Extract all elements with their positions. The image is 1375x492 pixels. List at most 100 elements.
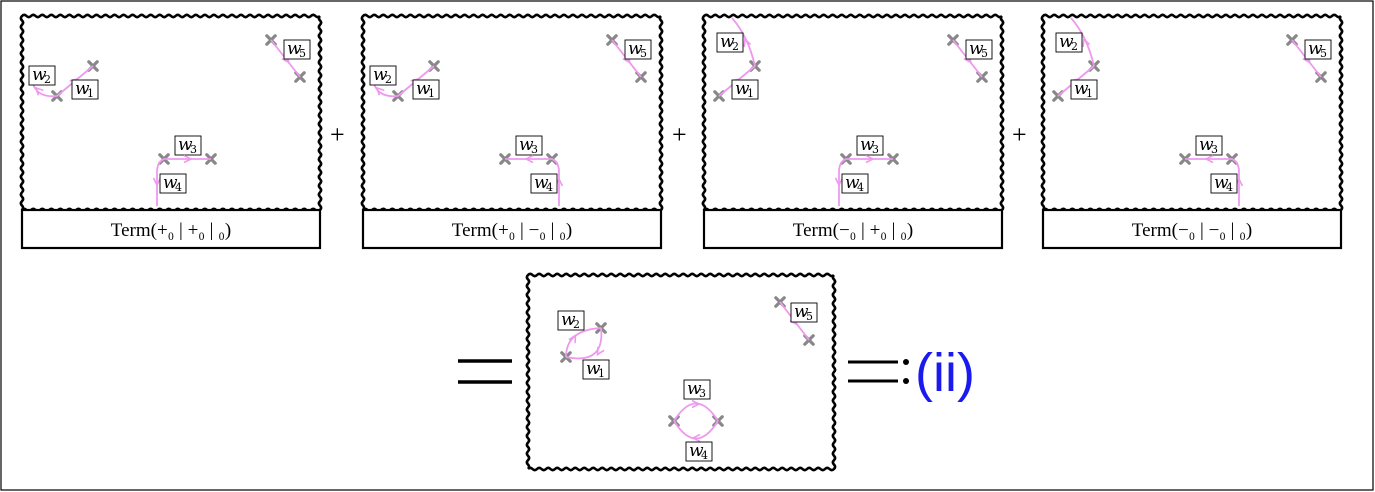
label-w4: w4 — [530, 173, 558, 194]
caption-box-4 — [1041, 208, 1343, 250]
result-arrow-w2 — [568, 333, 577, 344]
svg-text:w: w — [794, 302, 809, 322]
label-w2: w2 — [28, 65, 56, 86]
svg-text:w: w — [687, 379, 702, 399]
svg-text:5: 5 — [1320, 47, 1327, 60]
arrow-w4 — [152, 177, 162, 187]
svg-text:w: w — [519, 135, 534, 155]
path-w4 — [156, 158, 165, 206]
svg-text:w: w — [720, 32, 735, 52]
svg-text:w: w — [287, 39, 302, 59]
path-w4 — [838, 158, 847, 206]
label-w3: w3 — [174, 135, 202, 156]
svg-text:w: w — [689, 441, 704, 461]
result-label: (ii) — [915, 343, 975, 403]
svg-text:3: 3 — [872, 143, 879, 156]
caption-box-1 — [20, 208, 322, 250]
result-wavy-box — [525, 272, 837, 472]
arrow-w3 — [1204, 154, 1214, 164]
label-w5: w5 — [283, 39, 311, 60]
term-caption-4: Term(−₀ | −₀ | ₀) — [1132, 220, 1252, 241]
result-label-w1: w1 — [582, 359, 610, 380]
label-w2: w2 — [716, 32, 744, 53]
path-w2 — [32, 83, 58, 98]
svg-text:4: 4 — [175, 181, 182, 194]
result-path-w1 — [565, 327, 603, 360]
arrow-w3 — [524, 154, 534, 164]
term-caption-2: Term(+₀ | −₀ | ₀) — [452, 220, 572, 241]
svg-text:3: 3 — [699, 387, 706, 400]
label-w5: w5 — [1304, 39, 1332, 60]
svg-text:w: w — [1308, 39, 1323, 59]
svg-text:w: w — [1214, 173, 1229, 193]
svg-text:4: 4 — [701, 449, 708, 462]
svg-text:1: 1 — [428, 87, 435, 100]
label-w3: w3 — [856, 135, 884, 156]
svg-text:w: w — [735, 79, 750, 99]
svg-text:1: 1 — [1086, 87, 1093, 100]
svg-text:w: w — [1074, 79, 1089, 99]
label-w3: w3 — [515, 135, 543, 156]
arrow-w2 — [34, 86, 44, 96]
result-path-w3 — [673, 402, 719, 422]
svg-text:3: 3 — [1211, 143, 1218, 156]
result-label-w5: w5 — [790, 302, 818, 323]
path-w4 — [1231, 158, 1240, 206]
label-w2: w2 — [369, 65, 397, 86]
svg-text:2: 2 — [732, 40, 739, 53]
label-w1: w1 — [412, 79, 440, 100]
label-w5: w5 — [965, 39, 993, 60]
arrow-w2 — [375, 86, 385, 96]
svg-text:2: 2 — [573, 318, 580, 331]
svg-text:w: w — [1199, 135, 1214, 155]
big-equals-sign — [458, 359, 512, 384]
label-w2: w2 — [1055, 32, 1083, 53]
svg-text:w: w — [969, 39, 984, 59]
svg-text:3: 3 — [190, 143, 197, 156]
svg-text:4: 4 — [1226, 181, 1233, 194]
svg-text:w: w — [1059, 32, 1074, 52]
svg-text:w: w — [860, 135, 875, 155]
term-caption-3: Term(−₀ | +₀ | ₀) — [793, 220, 913, 241]
result-label-w3: w3 — [683, 379, 711, 400]
label-w1: w1 — [731, 79, 759, 100]
svg-text:w: w — [561, 310, 576, 330]
svg-text:5: 5 — [806, 310, 813, 323]
arrow-w3 — [183, 154, 193, 164]
svg-text:w: w — [845, 173, 860, 193]
result-arrow-w1 — [596, 346, 605, 357]
svg-text:w: w — [163, 173, 178, 193]
label-w1: w1 — [71, 79, 99, 100]
svg-text:5: 5 — [299, 47, 306, 60]
caption-box-3 — [702, 208, 1004, 250]
svg-text:5: 5 — [981, 47, 988, 60]
arrow-w3 — [865, 154, 875, 164]
label-w5: w5 — [624, 39, 652, 60]
term-caption-1: Term(+₀ | +₀ | ₀) — [111, 220, 231, 241]
svg-text:w: w — [586, 359, 601, 379]
arrow-w2 — [1082, 37, 1091, 48]
svg-text:1: 1 — [87, 87, 94, 100]
svg-text:5: 5 — [640, 47, 647, 60]
path-w2 — [373, 83, 399, 98]
svg-text:1: 1 — [747, 87, 754, 100]
result-arrow-w4 — [691, 433, 701, 443]
plus-sign-2: + — [672, 120, 687, 149]
arrow-w2 — [743, 37, 752, 48]
result-path-w4 — [673, 420, 719, 440]
label-w4: w4 — [841, 173, 869, 194]
label-w4: w4 — [1210, 173, 1238, 194]
svg-text:2: 2 — [44, 73, 51, 86]
svg-text:2: 2 — [385, 73, 392, 86]
result-label-w4: w4 — [685, 441, 713, 462]
svg-text:3: 3 — [531, 143, 538, 156]
